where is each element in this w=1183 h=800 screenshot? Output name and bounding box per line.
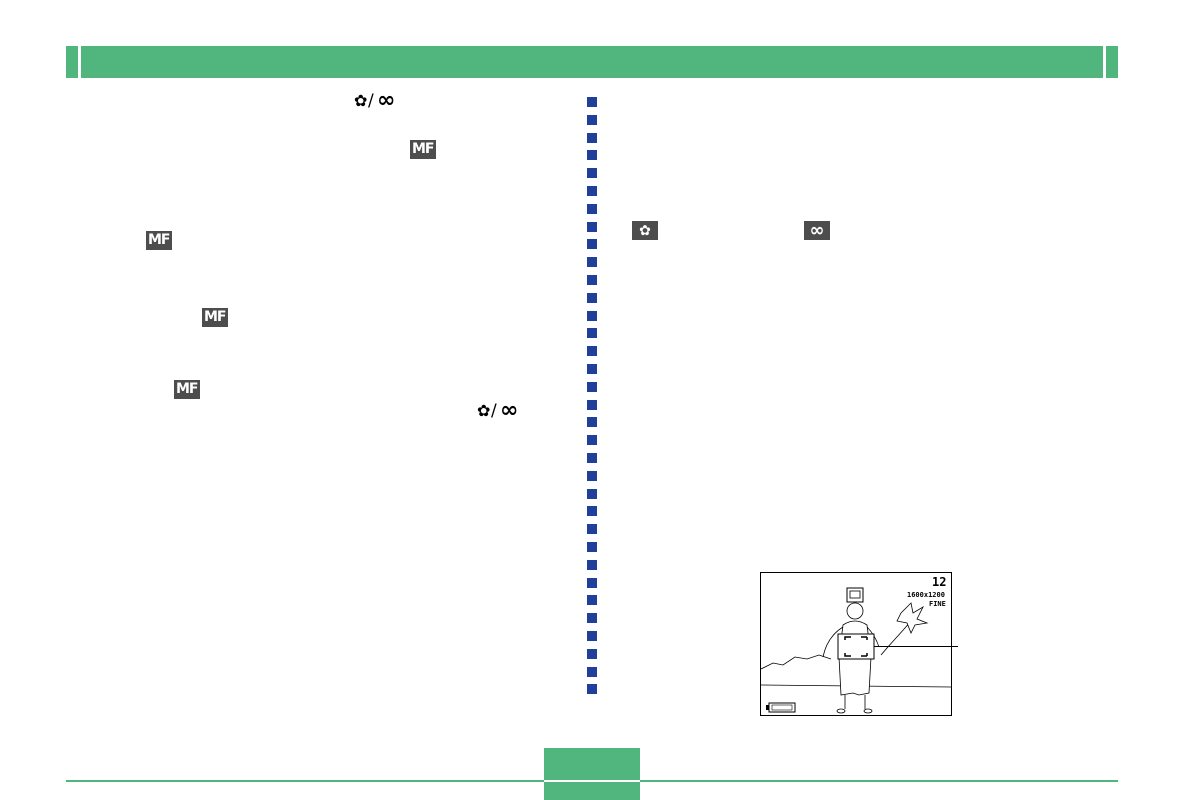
mf-icon: MF xyxy=(174,380,200,399)
divider-square xyxy=(587,578,597,588)
divider-square xyxy=(587,328,597,338)
divider-square xyxy=(587,275,597,285)
mf-icon: MF xyxy=(146,231,172,250)
divider-square xyxy=(587,204,597,214)
macro-icon: ✿ xyxy=(354,91,368,110)
divider-square xyxy=(587,400,597,410)
divider-square xyxy=(587,97,597,107)
divider-square xyxy=(587,364,597,374)
divider-square xyxy=(587,133,597,143)
macro-icon: ✿ xyxy=(477,401,491,420)
divider-square xyxy=(587,239,597,249)
divider-square xyxy=(587,417,597,427)
divider-square xyxy=(587,595,597,605)
header-bar xyxy=(66,46,1118,78)
divider-square xyxy=(587,506,597,516)
divider-square xyxy=(587,631,597,641)
shot-count: 12 xyxy=(932,575,947,589)
divider-square xyxy=(587,346,597,356)
divider-square xyxy=(587,613,597,623)
infinity-icon: ∞ xyxy=(804,220,830,241)
macro-icon: ✿ xyxy=(632,221,658,240)
divider-square xyxy=(587,435,597,445)
divider-square xyxy=(587,186,597,196)
divider-square xyxy=(587,649,597,659)
divider-square xyxy=(587,471,597,481)
focus-frame-callout-line xyxy=(874,646,958,647)
slash-separator: / xyxy=(368,91,374,111)
slash-separator: / xyxy=(491,401,497,421)
infinity-icon: ∞ xyxy=(377,88,396,113)
divider-square xyxy=(587,168,597,178)
divider-square xyxy=(587,311,597,321)
lcd-monitor-figure: 12 1600x1200 FINE xyxy=(760,572,952,716)
divider-square xyxy=(587,489,597,499)
divider-square xyxy=(587,382,597,392)
divider-square xyxy=(587,115,597,125)
mf-icon: MF xyxy=(410,140,436,159)
divider-square xyxy=(587,667,597,677)
divider-square xyxy=(587,524,597,534)
header-notch-left xyxy=(78,46,81,78)
divider-square xyxy=(587,560,597,570)
divider-square xyxy=(587,150,597,160)
lcd-scene xyxy=(761,587,951,714)
page-number-tab xyxy=(544,748,640,800)
header-notch-right xyxy=(1103,46,1106,78)
divider-square xyxy=(587,293,597,303)
divider-square xyxy=(587,257,597,267)
divider-square xyxy=(587,453,597,463)
infinity-icon: ∞ xyxy=(500,398,519,423)
resolution-readout: 1600x1200 xyxy=(907,591,945,599)
page-tab-gap xyxy=(544,780,640,782)
divider-square xyxy=(587,222,597,232)
quality-readout: FINE xyxy=(929,600,946,608)
divider-square xyxy=(587,542,597,552)
column-divider xyxy=(587,97,597,737)
mf-icon: MF xyxy=(202,308,228,327)
divider-square xyxy=(587,684,597,694)
